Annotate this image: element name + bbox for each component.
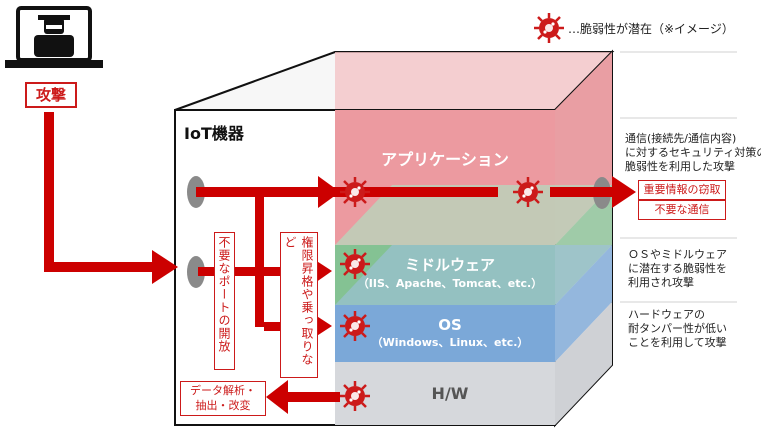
note-middleware: ＯＳやミドルウェア に潜在する脆弱性を 利用され攻撃 bbox=[628, 248, 727, 289]
middleware-subtitle: （IIS、Apache、Tomcat、etc.） bbox=[357, 277, 543, 290]
note-dividers bbox=[620, 51, 737, 303]
os-title: OS bbox=[438, 316, 462, 334]
port-ellipse bbox=[187, 256, 205, 288]
ports-label: 不要なポートの開放 bbox=[214, 232, 235, 370]
layer-hw-label: H/W bbox=[431, 384, 469, 403]
virus-icon bbox=[511, 175, 545, 209]
legend-text: …脆弱性が潜在（※イメージ） bbox=[568, 22, 734, 36]
layer-os-label: OS （Windows、Linux、etc.） bbox=[345, 316, 555, 350]
attacker-monitor-icon bbox=[5, 6, 103, 68]
output-theft: 重要情報の窃取 bbox=[638, 180, 726, 200]
middleware-title: ミドルウェア bbox=[404, 256, 495, 274]
output-data-tamper: データ解析・ 抽出・改変 bbox=[180, 381, 266, 416]
device-title: IoT機器 bbox=[184, 124, 244, 143]
layer-app-label: アプリケーション bbox=[381, 150, 509, 169]
os-subtitle: （Windows、Linux、etc.） bbox=[371, 336, 529, 349]
privilege-label: 権限昇格や乗っ取りなど bbox=[280, 232, 318, 378]
layer-os bbox=[335, 245, 612, 362]
virus-icon bbox=[338, 175, 372, 209]
note-hardware: ハードウェアの 耐タンパー性が低い ことを利用して攻撃 bbox=[628, 308, 727, 349]
legend-virus-icon bbox=[532, 11, 566, 45]
output-unnecessary-comm: 不要な通信 bbox=[638, 200, 726, 220]
layer-hw bbox=[335, 302, 612, 425]
attack-label: 攻撃 bbox=[25, 82, 77, 108]
layer-middleware-label: ミドルウェア （IIS、Apache、Tomcat、etc.） bbox=[345, 254, 555, 291]
note-comm: 通信(接続先/通信内容) に対するセキュリティ対策の 脆弱性を利用した攻撃 bbox=[625, 132, 761, 173]
